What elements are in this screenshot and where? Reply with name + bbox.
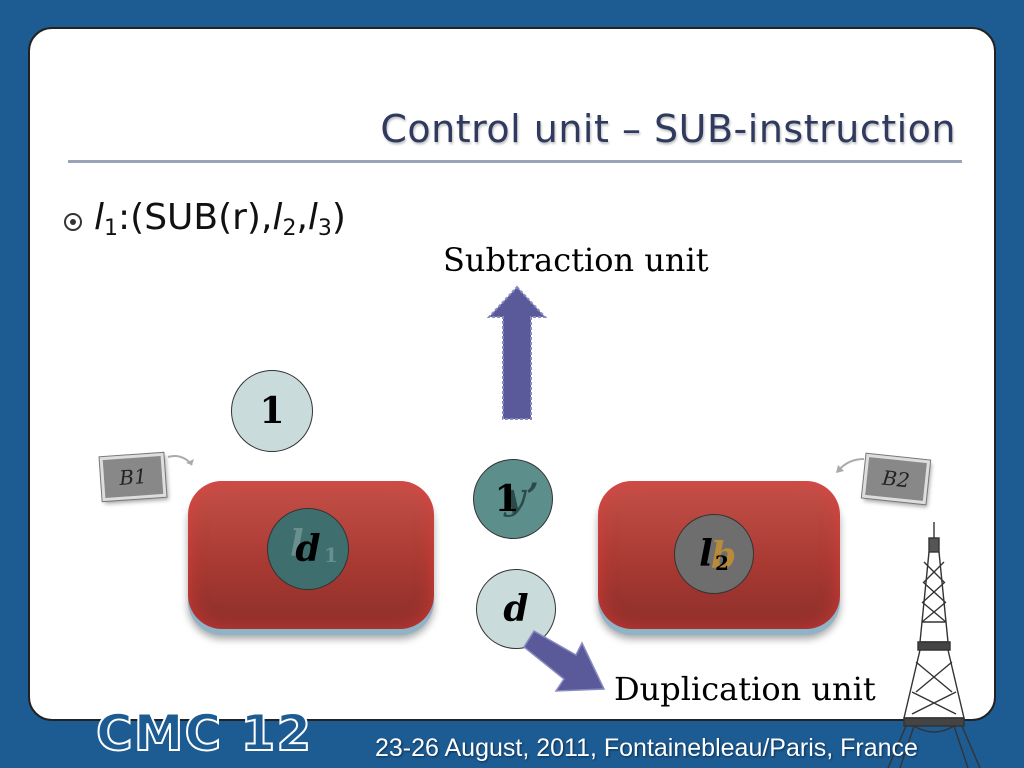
label-l2: l (272, 197, 283, 238)
token-circle-center: y’ 1 (473, 459, 553, 539)
bullet-icon (64, 213, 82, 231)
subtraction-unit-label: Subtraction unit (443, 241, 709, 279)
slide-panel: Control unit – SUB-instruction l1:(SUB(r… (28, 27, 996, 721)
title-divider (68, 160, 962, 163)
label-l3-sub: 3 (317, 216, 332, 241)
curved-arrow-icon (836, 458, 865, 473)
ghost-label-center: y’ (504, 476, 539, 518)
tag-b2: B2 (861, 453, 931, 505)
instruction-text: l1:(SUB(r),l2,l3) (94, 197, 346, 241)
label-l2-sub: 2 (282, 216, 297, 241)
label-l-right: l (699, 533, 713, 575)
label-l1: l (94, 197, 105, 238)
curved-arrow-icon (167, 455, 194, 466)
label-l3: l (307, 197, 318, 238)
conference-dates: 23-26 August, 2011, Fontainebleau/Paris,… (375, 734, 918, 762)
instruction-sep: :(SUB(r), (118, 197, 273, 238)
eiffel-tower-icon (887, 522, 981, 768)
token-circle-one: 1 (231, 370, 313, 452)
instruction-comma: , (296, 197, 308, 238)
token-circle-left: l 1 d (267, 508, 349, 590)
label-d-left: d (295, 528, 321, 570)
label-one-center: 1 (494, 478, 520, 520)
token-circle-right: b 2 l (674, 514, 754, 594)
instruction-close: ) (331, 197, 346, 238)
ghost-label-left: l (290, 523, 304, 565)
up-arrow-icon (486, 285, 548, 420)
conference-logo: CMC 12 (95, 703, 313, 763)
slide-title: Control unit – SUB-instruction (380, 107, 956, 151)
ghost-label-right: b (711, 535, 737, 577)
diagonal-arrow-icon (523, 629, 606, 692)
ghost-sub-left: 1 (324, 543, 338, 567)
duplication-unit-label: Duplication unit (614, 670, 876, 708)
label-l1-sub: 1 (104, 216, 119, 241)
tag-b1: B1 (99, 452, 167, 502)
label-sub-right: 2 (715, 551, 729, 575)
